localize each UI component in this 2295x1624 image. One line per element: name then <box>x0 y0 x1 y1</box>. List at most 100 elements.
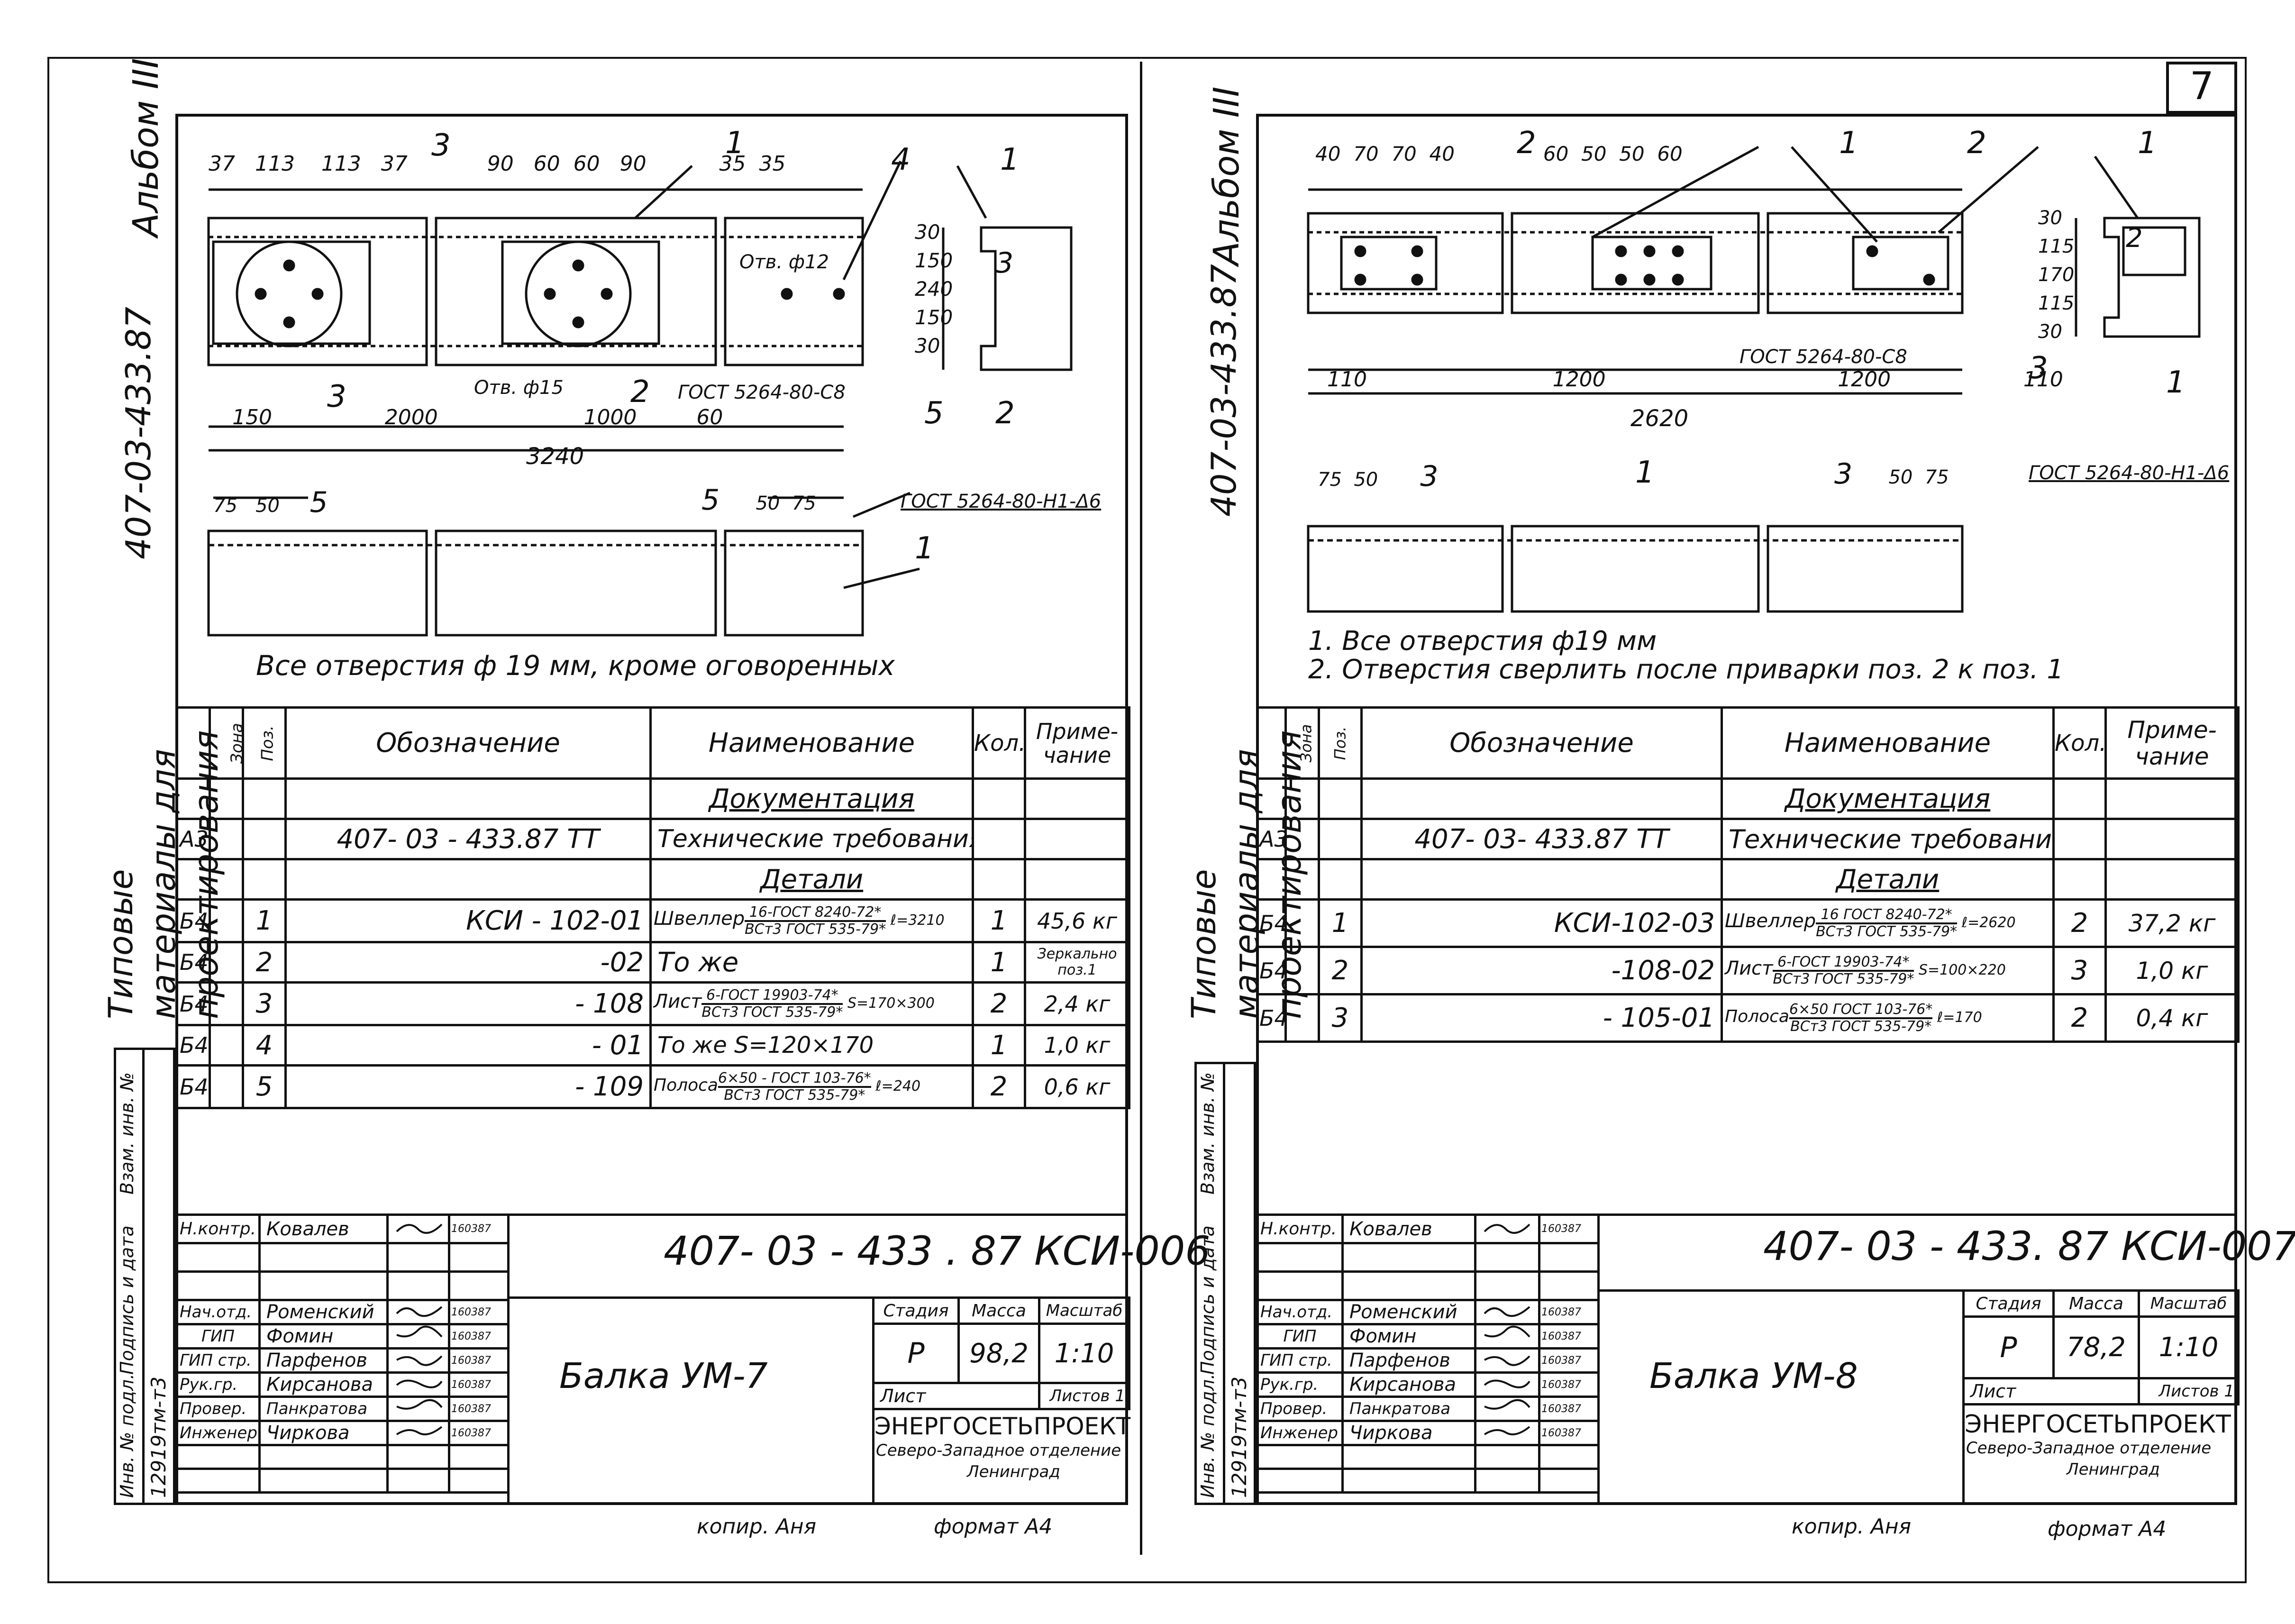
right-org3: Ленинград <box>2067 1460 2160 1479</box>
cell <box>1284 993 1320 1043</box>
name-den: ВСт3 ГОСТ 535-79* <box>1773 970 1914 987</box>
row-note <box>1024 818 1130 860</box>
sheet-label: Лист <box>872 1382 1040 1410</box>
row-designation: 407- 03 - 433.87 ТТ <box>284 818 652 860</box>
stamp-date: 160387 <box>448 1299 510 1325</box>
cell <box>1318 858 1363 901</box>
dim: 90 <box>619 152 647 176</box>
stamp-role: Инженер <box>175 1420 261 1446</box>
row-designation: - 01 <box>284 1024 652 1067</box>
right-callout-1c: 1 <box>2166 365 2186 400</box>
stamp-name: Фомин <box>1341 1323 1476 1350</box>
left-callout-1b: 1 <box>1000 142 1020 177</box>
dim: 170 <box>2038 264 2075 286</box>
sheet-label: Лист <box>1962 1377 2140 1405</box>
cell <box>284 777 652 820</box>
right-callout-3: 3 <box>2029 351 2048 386</box>
cell <box>1318 777 1363 820</box>
callout: 5 <box>701 484 720 517</box>
col-zone: Зона <box>209 706 244 780</box>
dim: 50 <box>1354 469 1378 491</box>
right-plan-segment-1 <box>1307 525 1504 613</box>
left-hole-note-12: Отв. ф12 <box>739 251 829 273</box>
left-org1: ЭНЕРГОСЕТЬПРОЕКТ <box>874 1413 1131 1440</box>
dim: 150 <box>915 249 953 272</box>
row-qty: 3 <box>2052 946 2107 995</box>
dim: 35 <box>759 152 786 176</box>
left-inv-field-3: Взам. инв. № <box>117 1072 137 1195</box>
cell <box>175 1270 261 1301</box>
left-footer-copy: копир. Аня <box>697 1515 817 1539</box>
cell <box>1474 1468 1540 1494</box>
row-qty: 1 <box>972 898 1026 943</box>
stamp-name: Парфенов <box>258 1347 389 1374</box>
right-elevation-segment-1 <box>1307 212 1504 314</box>
row-format: Б4 <box>1256 898 1287 948</box>
left-callout-3c: 3 <box>327 379 346 414</box>
dim: 60 <box>1657 142 1683 165</box>
name-den: ВСт3 ГОСТ 535-79* <box>724 1086 865 1104</box>
col-note: Приме-чание <box>2104 706 2240 780</box>
cell <box>209 981 244 1026</box>
row-designation: - 105-01 <box>1360 993 1723 1043</box>
cell <box>175 1444 261 1470</box>
left-gost-weld2: ГОСТ 5264-80-Н1-Δ6 <box>901 491 1102 512</box>
cell <box>2104 777 2240 820</box>
right-plan-segment-2 <box>1511 525 1760 613</box>
row-pos: 4 <box>242 1024 287 1067</box>
stamp-sign <box>1474 1371 1540 1398</box>
dim: 1200 <box>1552 367 1606 392</box>
callout: 3 <box>1834 457 1853 491</box>
cell <box>972 858 1026 901</box>
row-note: Зеркально поз.1 <box>1024 941 1130 984</box>
stamp-name: Роменский <box>258 1299 389 1325</box>
mass-label: Масса <box>957 1296 1040 1325</box>
stamp-date: 160387 <box>448 1213 510 1244</box>
dim: 75 <box>1318 469 1342 491</box>
left-dims-bottom: 150 2000 1000 60 <box>232 405 723 429</box>
dim: 115 <box>2038 292 2075 314</box>
left-org2: Северо-Западное отделение <box>876 1441 1121 1460</box>
left-gost-weld: ГОСТ 5264-80-С8 <box>678 382 846 403</box>
stamp-sign <box>1474 1420 1540 1446</box>
stamp-date: 160387 <box>448 1420 510 1446</box>
col-qty: Кол. <box>2052 706 2107 780</box>
cell <box>209 818 244 860</box>
left-spec-table: Формат Зона Поз. Обозначение Наименовани… <box>175 706 1130 1109</box>
cell <box>2104 858 2240 901</box>
row-format: А3 <box>175 818 211 860</box>
left-section <box>980 226 1073 371</box>
cell <box>258 1242 389 1273</box>
name-frac: 6-ГОСТ 19903-74*ВСт3 ГОСТ 535-79* <box>1773 955 1914 986</box>
row-note <box>2104 818 2240 860</box>
name-post: ℓ=240 <box>875 1078 921 1095</box>
col-designation: Обозначение <box>1360 706 1723 780</box>
dim: 1200 <box>1838 367 1891 392</box>
row-qty: 2 <box>972 981 1026 1026</box>
left-callout-3: 3 <box>431 128 451 163</box>
right-plate-2b <box>1591 236 1712 291</box>
dim: 1000 <box>583 405 637 429</box>
right-callout-2c: 2 <box>2126 223 2143 254</box>
left-callout-1: 1 <box>725 126 745 161</box>
stamp-sign <box>1474 1213 1540 1244</box>
right-vert-dims: 30 115 170 115 30 <box>2038 204 2095 346</box>
cell <box>448 1468 510 1494</box>
dim: 30 <box>915 220 940 244</box>
cell <box>1538 1270 1600 1301</box>
row-note: 1,0 кг <box>1024 1024 1130 1067</box>
row-qty <box>2052 818 2107 860</box>
dim: 50 <box>255 495 280 517</box>
section-doc: Документация <box>649 777 974 820</box>
row-pos: 2 <box>1318 946 1363 995</box>
dim: 30 <box>2038 321 2062 343</box>
right-total-length: 2620 <box>1630 405 1689 432</box>
dim: 90 <box>487 152 514 176</box>
name-frac: 16 ГОСТ 8240-72*ВСт3 ГОСТ 535-79* <box>1816 907 1958 939</box>
row-note: 37,2 кг <box>2104 898 2240 948</box>
stamp-name: Парфенов <box>1341 1347 1476 1374</box>
callout: 5 <box>310 486 328 519</box>
stamp-name: Ковалев <box>1341 1213 1476 1244</box>
